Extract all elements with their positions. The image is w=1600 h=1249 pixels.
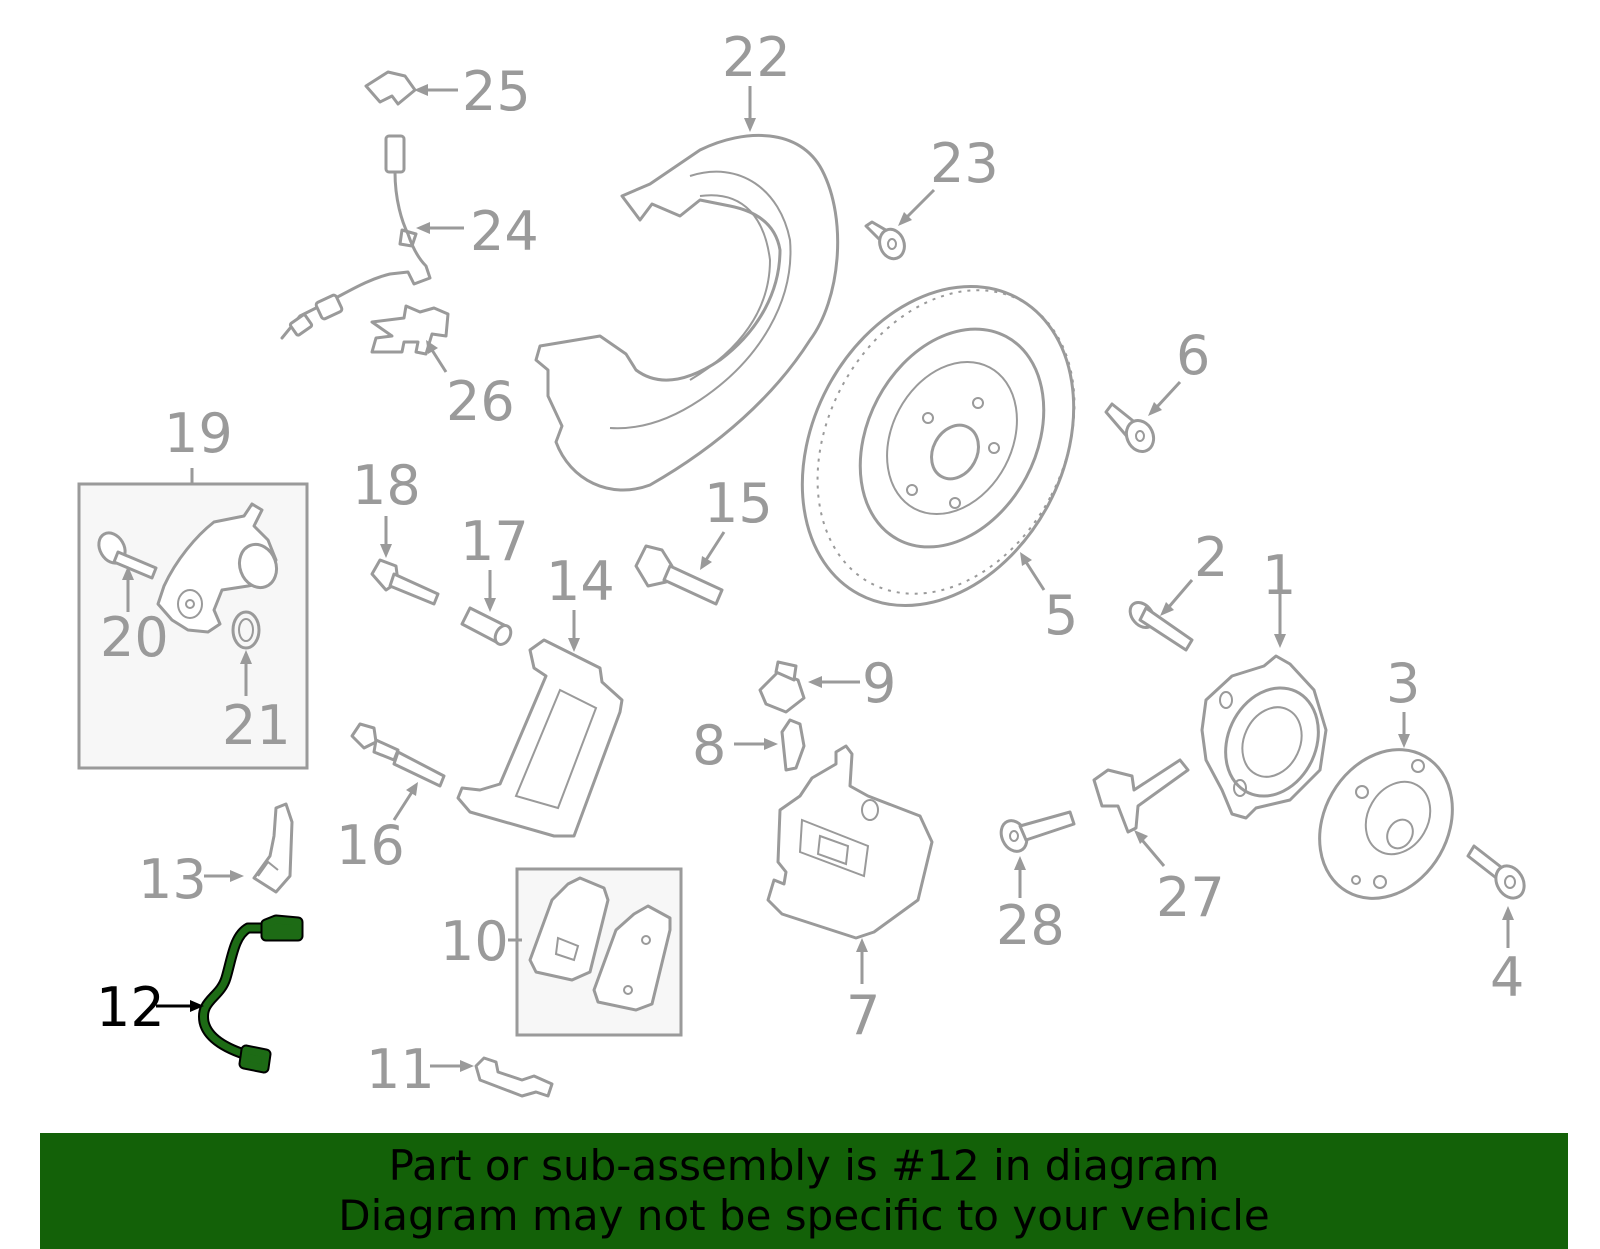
callout-15: 15 <box>704 472 773 535</box>
part-3-wheel-hub <box>1318 748 1454 900</box>
callout-10: 10 <box>440 910 509 973</box>
part-25-clip <box>364 70 417 106</box>
part-21-o-ring <box>231 610 261 650</box>
callout-20: 20 <box>100 606 169 669</box>
callout-14: 14 <box>546 550 615 613</box>
callout-6: 6 <box>1176 324 1210 387</box>
callout-3: 3 <box>1386 652 1420 715</box>
callout-23: 23 <box>930 132 999 195</box>
leader-arrows <box>122 84 1514 1072</box>
callout-8: 8 <box>692 714 726 777</box>
info-banner: Part or sub-assembly is #12 in diagram D… <box>40 1133 1568 1249</box>
callout-16: 16 <box>336 814 405 877</box>
banner-line-2: Diagram may not be specific to your vehi… <box>338 1191 1270 1240</box>
part-14-caliper-bracket <box>456 638 624 838</box>
part-15-bolt <box>634 544 724 606</box>
callout-9: 9 <box>862 652 896 715</box>
part-17-sleeve <box>460 606 513 646</box>
part-8-bleeder <box>780 718 806 772</box>
part-1-hub-bearing <box>1200 654 1328 820</box>
callout-11: 11 <box>366 1038 435 1101</box>
callout-17: 17 <box>460 510 529 573</box>
part-27-abs-sensor <box>1092 758 1190 834</box>
callout-21: 21 <box>222 694 291 757</box>
callout-4: 4 <box>1490 946 1524 1009</box>
part-18-bolt <box>370 558 440 606</box>
callout-22: 22 <box>722 26 791 89</box>
part-11-clip <box>474 1056 554 1098</box>
part-28-bolt <box>999 810 1076 853</box>
part-10-brake-pads <box>528 876 672 1012</box>
callout-26: 26 <box>446 370 515 433</box>
callout-24: 24 <box>470 200 539 263</box>
part-2-bolt <box>1128 600 1194 652</box>
callout-13: 13 <box>138 848 207 911</box>
part-23-bolt <box>864 220 906 261</box>
part-13-bracket <box>252 802 294 894</box>
callout-19: 19 <box>164 402 233 465</box>
part-4-bolt <box>1466 844 1526 900</box>
banner-line-1: Part or sub-assembly is #12 in diagram <box>388 1141 1220 1190</box>
part-19-caliper-motor <box>156 502 279 634</box>
part-7-caliper <box>766 744 934 940</box>
callout-labels: 25 22 23 24 26 6 19 20 21 18 17 14 15 16… <box>96 26 1524 1101</box>
callout-27: 27 <box>1156 866 1225 929</box>
callout-18: 18 <box>352 454 421 517</box>
part-16-bolt <box>350 722 446 788</box>
part-5-brake-rotor <box>800 284 1076 608</box>
part-26-bracket <box>370 304 450 356</box>
part-12-brake-wear-sensor <box>198 914 304 1074</box>
part-24-sensor-wire <box>280 134 432 340</box>
callout-25: 25 <box>462 60 531 123</box>
part-20-bolt <box>97 531 158 580</box>
part-6-bolt <box>1104 402 1156 454</box>
callout-12: 12 <box>96 976 165 1039</box>
callout-2: 2 <box>1194 526 1228 589</box>
callout-5: 5 <box>1044 584 1078 647</box>
callout-7: 7 <box>846 984 880 1047</box>
callout-28: 28 <box>996 894 1065 957</box>
callout-1: 1 <box>1262 544 1296 607</box>
part-9-nut <box>758 660 806 714</box>
part-22-dust-shield <box>534 134 840 492</box>
